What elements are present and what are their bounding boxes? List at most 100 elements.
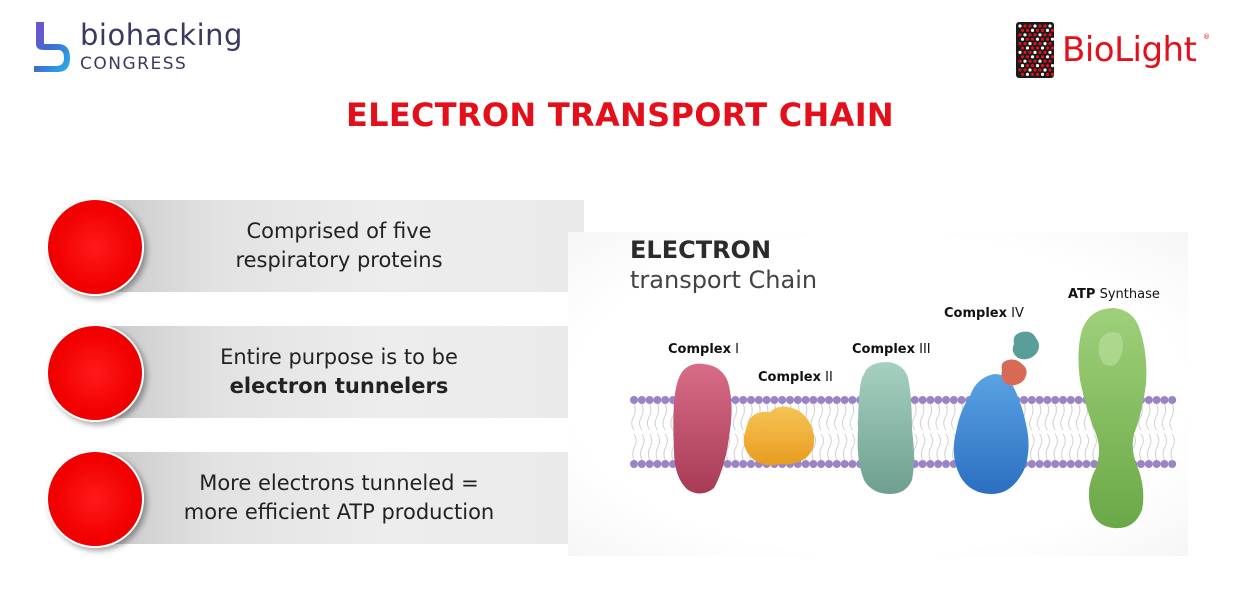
biohacking-wordmark: biohacking [80, 18, 243, 52]
led-dot [1050, 28, 1054, 32]
lipid-tail [1146, 403, 1152, 461]
lipid-head [840, 460, 849, 468]
point-text: Comprised of five respiratory proteins [174, 200, 504, 292]
led-dot [1038, 68, 1042, 72]
atp-synthase-shape [1078, 308, 1147, 529]
biohacking-s-icon [34, 22, 70, 72]
lipid-tail [646, 403, 653, 461]
lipid-head [825, 460, 833, 468]
lipid-head [1027, 396, 1036, 404]
lipid-head [809, 460, 818, 468]
lipid-head [918, 460, 927, 468]
lipid-tail [826, 403, 832, 461]
lipid-head [630, 396, 638, 404]
lipid-tail [810, 403, 817, 461]
label-complex-2: Complex II [758, 370, 833, 385]
led-dot [1035, 46, 1040, 50]
led-dot [1048, 24, 1052, 28]
led-dot [1038, 59, 1042, 63]
lipid-tail [834, 403, 840, 461]
complex-4-subunit-red [1001, 359, 1027, 386]
led-dot [1028, 68, 1032, 72]
lipid-head [637, 396, 646, 404]
led-dot [1033, 50, 1037, 54]
lipid-head [793, 396, 802, 404]
lipid-head [809, 396, 818, 404]
lipid-tail [1029, 403, 1035, 461]
led-dot [1038, 50, 1042, 54]
led-dot [1020, 37, 1025, 41]
led-dot [1018, 68, 1022, 72]
lipid-head [832, 396, 841, 404]
lipid-tail [662, 403, 668, 461]
led-dot [1035, 28, 1040, 32]
lipid-head [910, 396, 919, 404]
point-bar [92, 200, 584, 292]
figure-title-bold: ELECTRON [630, 236, 772, 264]
lipid-head [934, 460, 943, 468]
lipid-tail [1060, 403, 1066, 461]
lipid-head [1160, 396, 1169, 404]
led-dot [1040, 72, 1045, 76]
lipid-head [832, 460, 841, 468]
led-dot [1045, 72, 1050, 76]
complex-4-shape [953, 374, 1029, 494]
led-dot [1043, 68, 1047, 72]
lipid-head [926, 396, 935, 404]
led-dot [1048, 50, 1052, 54]
label-atp-synthase: ATP Synthase [1068, 287, 1160, 302]
led-dot [1043, 50, 1047, 54]
led-dot [1033, 68, 1037, 72]
point-text: Entire purpose is to be electron tunnele… [174, 326, 504, 418]
lipid-head [1082, 460, 1091, 468]
lipid-head [957, 396, 966, 404]
led-dot [1028, 33, 1032, 37]
led-dot [1020, 28, 1025, 32]
led-dot [1020, 55, 1025, 59]
lipid-head [1051, 460, 1060, 468]
lipid-head [747, 396, 755, 404]
lipid-head [942, 460, 950, 468]
led-dot [1025, 72, 1030, 76]
lipid-head [723, 460, 732, 468]
figure-title-rest: transport Chain [630, 266, 818, 294]
lipid-head [1027, 460, 1036, 468]
lipid-head [1043, 396, 1052, 404]
led-dot [1050, 64, 1054, 68]
led-dot [1045, 55, 1050, 59]
lipid-head [926, 460, 935, 468]
lipid-tail [919, 403, 926, 461]
point-line-2: respiratory proteins [235, 248, 443, 272]
lipid-head [1074, 460, 1083, 468]
membrane-diagram [630, 308, 1177, 529]
led-dot [1028, 59, 1032, 63]
lipid-tail [1068, 403, 1074, 461]
led-dot [1048, 68, 1052, 72]
led-dot [1035, 64, 1040, 68]
lipid-head [1020, 396, 1028, 404]
lipid-tail [1036, 403, 1043, 461]
lipid-head [739, 396, 748, 404]
lipid-tail [1153, 403, 1160, 461]
lipid-head [645, 396, 654, 404]
lipid-head [1059, 396, 1067, 404]
point-line-1: Comprised of five [246, 219, 432, 243]
point-line-1: Entire purpose is to be [220, 345, 458, 369]
lipid-tail [654, 403, 661, 461]
led-dot [1030, 37, 1035, 41]
led-panel-icon [1016, 22, 1054, 78]
lipid-head [770, 396, 779, 404]
led-dot [1023, 59, 1027, 63]
led-dot [1050, 72, 1054, 76]
led-dot [1045, 28, 1050, 32]
point-line-2: electron tunnelers [229, 374, 449, 398]
led-dot [1050, 37, 1054, 41]
complex-4-subunit-teal [1012, 331, 1039, 360]
led-dot [1040, 46, 1045, 50]
lipid-tail [1169, 403, 1175, 461]
lipid-head [739, 460, 748, 468]
complex-1-shape [673, 363, 732, 494]
led-dot [1048, 42, 1052, 46]
lipid-head [825, 396, 833, 404]
point-line-1: More electrons tunneled = [199, 471, 479, 495]
